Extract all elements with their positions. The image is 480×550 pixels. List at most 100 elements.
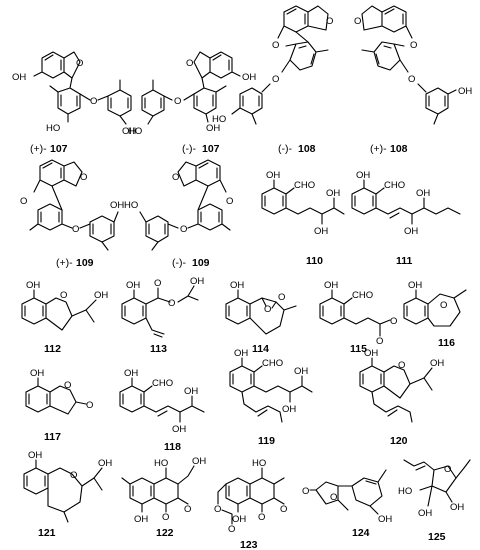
atom-oh: OH (232, 514, 246, 525)
caption-number: 107 (202, 143, 220, 155)
atom-o: O (60, 290, 67, 301)
caption-prefix: (+)- (30, 143, 47, 155)
atom-oh: OH (124, 368, 138, 379)
atom-o: O (214, 504, 221, 515)
atom-oh: OH (230, 280, 244, 291)
atom-o: O (390, 316, 397, 327)
atom-o: O (410, 40, 417, 51)
structure-107-minus: O OH OH O HO (-)- 107 (128, 51, 256, 155)
atom-o: O (180, 224, 187, 235)
atom-oh: OH (408, 280, 422, 291)
atom-o: O (258, 512, 265, 523)
atom-o: O (168, 298, 175, 309)
atom-o: O (272, 74, 279, 85)
structure-114: OH O O 114 (225, 280, 297, 355)
atom-o: O (90, 96, 97, 107)
atom-o: O (76, 58, 83, 69)
atom-o: O (408, 74, 415, 85)
atom-oh: OH (206, 123, 220, 134)
atom-o: O (20, 196, 27, 207)
caption-number: 121 (38, 527, 56, 539)
atom-o: O (228, 524, 235, 535)
structure-117: OH O O 117 (25, 368, 93, 443)
atom-oh: OH (404, 226, 418, 237)
atom-oh: OH (126, 280, 140, 291)
atom-cho: CHO (352, 290, 373, 301)
atom-o: O (64, 380, 71, 391)
atom-o: O (398, 360, 405, 371)
caption-prefix: (-)- (278, 143, 292, 155)
caption-number: 107 (50, 143, 68, 155)
structure-107-plus: O OH HO O OH (+)- 107 (12, 51, 136, 155)
atom-oh: OH (122, 126, 136, 137)
caption-number: 109 (76, 257, 94, 269)
atom-oh: OH (378, 514, 392, 525)
atom-cho: CHO (294, 180, 315, 191)
atom-ho: HO (46, 123, 60, 134)
atom-oh: OH (28, 450, 42, 461)
atom-o: O (264, 304, 271, 315)
atom-oh: OH (98, 458, 112, 469)
atom-oh: OH (190, 276, 204, 287)
atom-cho: CHO (384, 180, 405, 191)
atom-o: O (280, 504, 287, 515)
atom-ho: HO (128, 126, 142, 137)
caption-number: 117 (44, 431, 61, 443)
caption-number: 125 (428, 531, 446, 543)
caption-prefix: (-)- (172, 257, 186, 269)
caption-number: 115 (350, 343, 367, 355)
atom-o: O (376, 336, 383, 347)
atom-o: O (172, 172, 179, 183)
structure-111: OH CHO OH OH 111 (351, 170, 461, 267)
atom-oh: OH (324, 280, 338, 291)
atom-oh: OH (26, 280, 40, 291)
structure-115: OH CHO O O 115 (319, 280, 397, 355)
atom-oh: OH (282, 404, 296, 415)
structure-124: O O OH 124 (302, 469, 392, 539)
structure-122: OH O O HO OH 122 (121, 456, 206, 539)
structure-118: OH CHO OH OH 118 (119, 368, 205, 453)
atom-oh: OH (94, 290, 108, 301)
caption-number: 108 (390, 143, 408, 155)
atom-o: O (440, 300, 447, 311)
atom-o: O (326, 16, 333, 27)
structure-123: HO OH O O O O 123 (214, 458, 287, 550)
structure-110: OH CHO OH OH 110 (261, 170, 345, 267)
atom-oh: OH (314, 226, 328, 237)
atom-o: O (354, 16, 361, 27)
atom-o: O (86, 400, 93, 411)
caption-number: 112 (44, 343, 61, 355)
atom-oh: OH (430, 358, 444, 369)
structure-109-plus: O O O OH (+)- 109 (20, 159, 124, 269)
atom-oh: OH (418, 508, 432, 519)
caption-number: 110 (306, 255, 323, 267)
atom-o: O (186, 58, 193, 69)
atom-o: O (80, 172, 87, 183)
structure-108-minus: O O O HO (-)- 108 (212, 5, 333, 155)
atom-oh: OH (450, 502, 464, 513)
atom-oh: OH (294, 366, 308, 377)
atom-o: O (162, 512, 169, 523)
atom-oh: OH (242, 72, 256, 83)
atom-oh: OH (12, 72, 26, 83)
structure-112: OH O OH 112 (21, 280, 108, 355)
atom-oh: OH (326, 188, 340, 199)
atom-o: O (70, 470, 77, 481)
caption-number: 113 (150, 343, 167, 355)
caption-number: 120 (390, 435, 408, 447)
atom-ho: HO (212, 114, 226, 125)
caption-number: 111 (396, 255, 413, 267)
structure-108-plus: O O O OH (+)- 108 (354, 5, 472, 155)
caption-prefix: (+)- (370, 143, 387, 155)
caption-number: 122 (156, 527, 174, 539)
atom-o: O (444, 464, 451, 475)
atom-o: O (302, 486, 309, 497)
atom-oh: OH (458, 86, 472, 97)
structure-121: OH O OH 121 (23, 450, 112, 539)
atom-oh: OH (184, 386, 198, 397)
structure-113: OH O O OH 113 (121, 276, 204, 355)
atom-o: O (154, 278, 161, 289)
atom-oh: OH (364, 348, 378, 359)
atom-o: O (72, 224, 79, 235)
atom-oh: OH (416, 188, 430, 199)
